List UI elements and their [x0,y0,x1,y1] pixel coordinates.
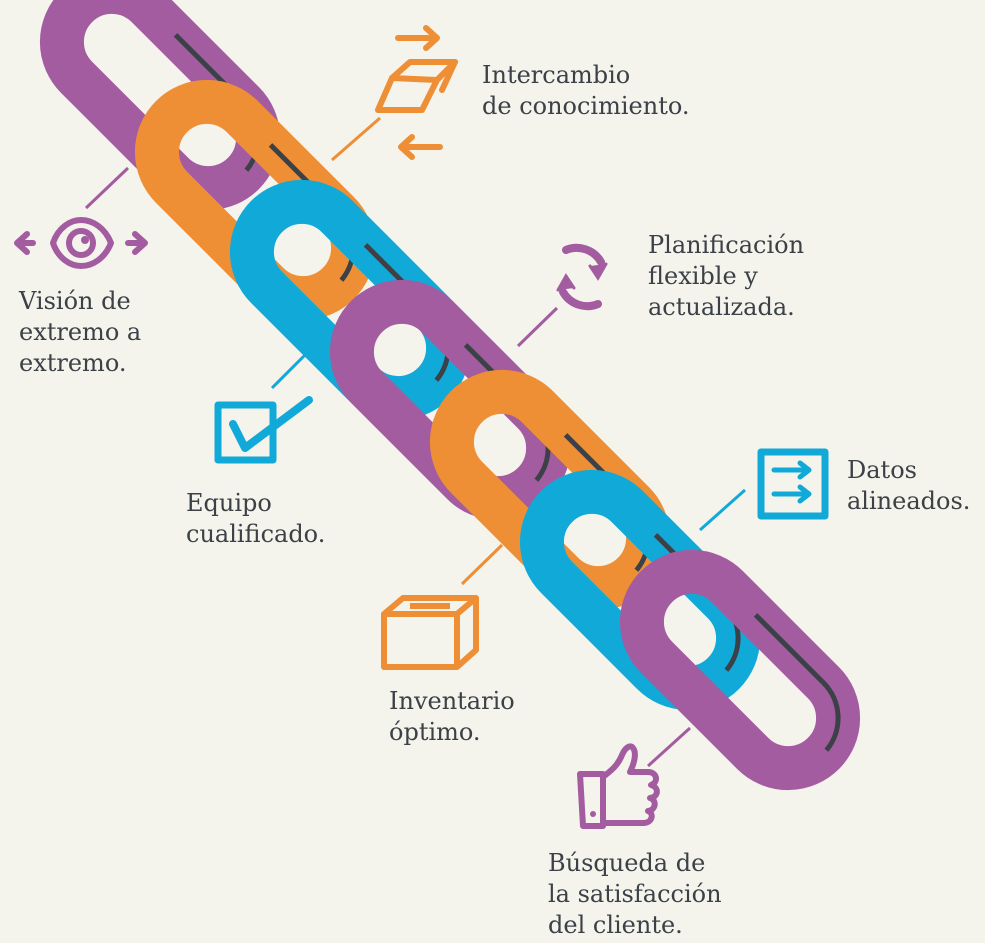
label-line: flexible y [648,262,758,290]
chain-link [619,549,861,791]
connector-line [331,116,381,162]
connector-lines [84,116,746,768]
label-line: alineados. [847,487,971,515]
refresh-icon [556,243,608,311]
label-customer-satisfaction: Búsqueda de la satisfacción del cliente. [548,848,722,941]
label-line: del cliente. [548,911,683,939]
chain-link [134,79,376,321]
label-line: Equipo [186,489,272,517]
connector-line [516,306,559,348]
label-qualified-team: Equipo cualificado. [186,488,325,550]
connector-line [460,543,504,586]
label-line: Visión de [19,287,131,315]
chain-link [229,179,471,421]
chain-link-highlight [59,0,261,191]
connector-line [270,348,312,390]
label-end-to-end-vision: Visión de extremo a extremo. [19,286,141,379]
label-line: la satisfacción [548,880,722,908]
label-aligned-data: Datos alineados. [847,455,970,517]
chain-link [329,279,571,521]
label-line: Búsqueda de [548,849,706,877]
chain-link [39,0,281,211]
label-line: cualificado. [186,520,326,548]
chain-link-highlight [639,569,841,771]
label-line: de conocimiento. [482,92,690,120]
chain-link-highlight [349,299,551,501]
connector-line [84,166,130,210]
thumbs-up-icon [577,743,660,829]
label-line: óptimo. [389,718,481,746]
chain-links [39,0,861,791]
label-line: actualizada. [648,293,795,321]
label-line: Datos [847,456,917,484]
label-line: extremo. [19,349,127,377]
label-optimal-inventory: Inventario óptimo. [389,686,515,748]
eye-icon [14,217,148,269]
label-line: Intercambio [482,61,631,89]
chain-link [429,369,671,611]
chain-link-highlight [249,199,451,401]
checkbox-icon [214,396,313,464]
box-icon [381,595,479,670]
connector-line [699,488,746,532]
label-knowledge-exchange: Intercambio de conocimiento. [482,60,690,122]
chain-link-highlight [449,389,651,591]
aligned-arrows-icon [757,448,829,520]
label-line: Planificación [648,231,805,259]
label-line: extremo a [19,318,142,346]
label-flexible-planning: Planificación flexible y actualizada. [648,230,804,323]
connector-line [646,726,692,768]
book-exchange-icon [375,25,458,160]
chain-link-highlight [154,99,356,301]
label-line: Inventario [389,687,515,715]
